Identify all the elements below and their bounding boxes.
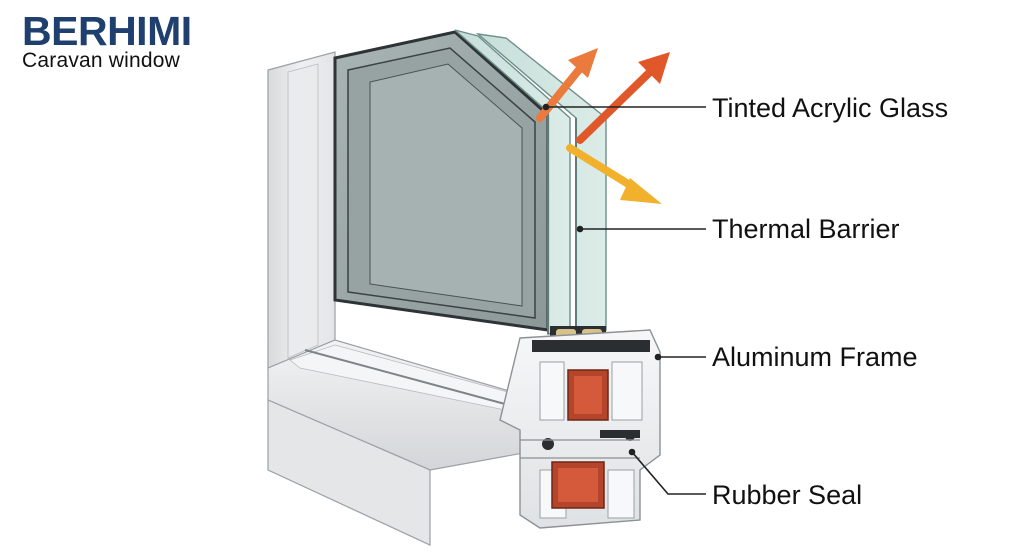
callout-aluminum-frame: Aluminum Frame (712, 342, 918, 372)
window-frame (267, 51, 541, 546)
brand-name: BERHIMI (22, 8, 192, 54)
heat-arrows (536, 48, 670, 204)
brand-block: BERHIMI Caravan window (22, 10, 192, 72)
callout-tinted-acrylic-glass: Tinted Acrylic Glass (712, 93, 949, 123)
arrow-up-right-icon (638, 52, 670, 84)
callout-lines (542, 103, 706, 495)
arrow-up-left-icon (568, 48, 598, 78)
callout-thermal-barrier: Thermal Barrier (712, 214, 900, 244)
brand-subtitle: Caravan window (22, 49, 181, 72)
arrow-down-right-icon (620, 178, 662, 204)
frame-profile-section (499, 329, 661, 529)
callout-rubber-seal: Rubber Seal (712, 480, 863, 510)
inner-glazing (333, 30, 550, 332)
leader-line-rubber-seal (631, 451, 706, 495)
